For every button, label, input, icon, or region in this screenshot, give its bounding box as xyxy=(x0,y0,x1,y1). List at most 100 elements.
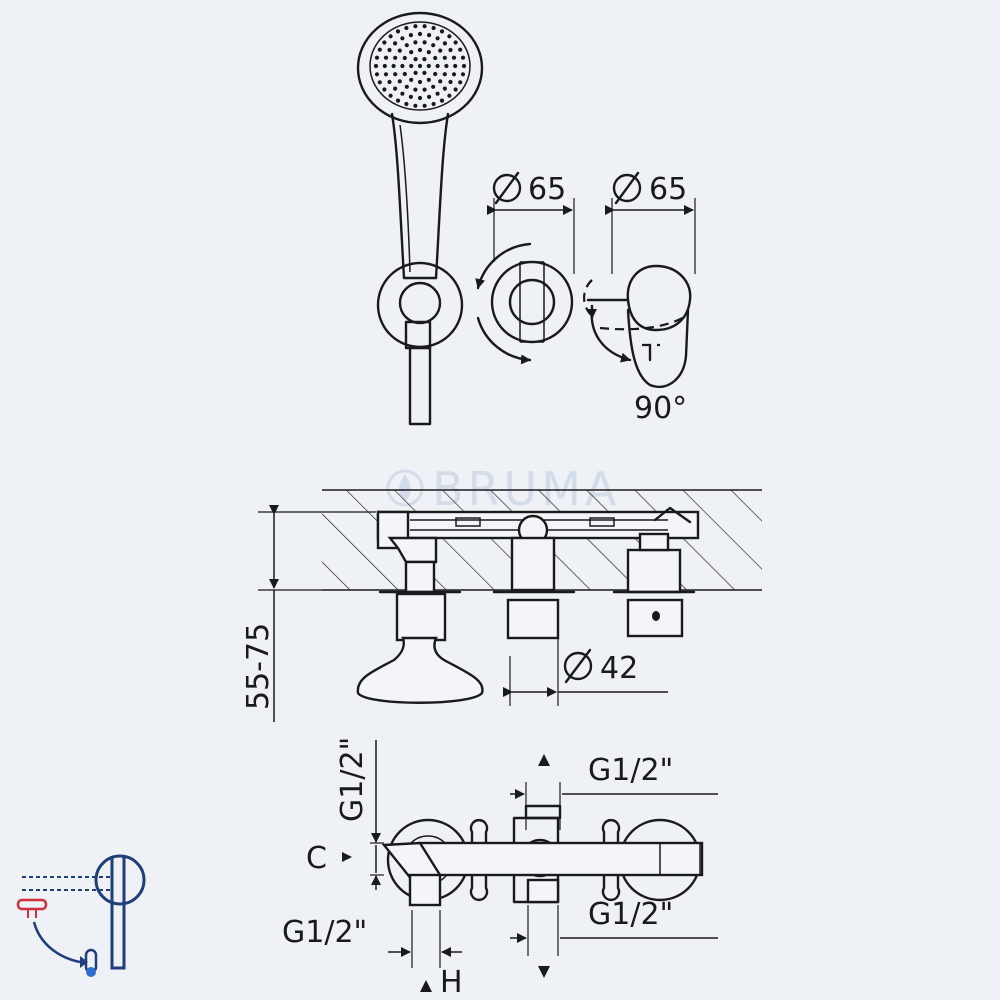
rotation-angle-label: 90° xyxy=(634,391,687,426)
nozzle-dot xyxy=(397,79,402,84)
nozzle-dot xyxy=(393,86,398,91)
nozzle-dot xyxy=(413,103,418,108)
diameter-42-label: 42 xyxy=(600,651,638,686)
nozzle-dot xyxy=(422,40,427,45)
nozzle-dot xyxy=(402,71,407,77)
nozzle-dot xyxy=(408,94,413,99)
nozzle-dot xyxy=(448,79,453,85)
nozzle-dot xyxy=(426,63,431,69)
thread-bottom-right-label: G1/2" xyxy=(588,897,673,932)
thermostat-mixer-icon xyxy=(16,854,146,977)
nozzle-dot xyxy=(400,36,405,41)
nozzle-dot xyxy=(397,48,402,53)
diameter-symbol-icon xyxy=(612,171,642,205)
nozzle-dot xyxy=(451,55,457,60)
nozzle-dot xyxy=(400,91,405,96)
nozzle-dot xyxy=(413,24,418,29)
thread-bottom-right: G1/2" xyxy=(510,897,718,978)
nozzle-dot xyxy=(388,93,393,98)
nozzle-dot xyxy=(435,36,440,41)
nozzle-dot xyxy=(427,94,432,99)
nozzle-dot xyxy=(387,79,392,85)
nozzle-dot xyxy=(417,79,423,85)
nozzle-dot xyxy=(413,40,418,45)
nozzle-dot xyxy=(387,47,392,53)
nozzle-dot xyxy=(393,72,398,77)
diameter-symbol-icon xyxy=(492,171,522,205)
nozzle-dot xyxy=(453,40,458,45)
nozzle-dot xyxy=(422,70,427,75)
nozzle-dot xyxy=(438,48,443,53)
nozzle-dot xyxy=(439,29,445,34)
nozzle-dot xyxy=(439,98,445,103)
nozzle-dot xyxy=(409,50,414,55)
nozzle-dot xyxy=(442,72,447,77)
nozzle-dot xyxy=(404,25,409,31)
nozzle-dot xyxy=(417,31,423,37)
nozzle-dot xyxy=(382,40,387,45)
nozzle-dot xyxy=(382,63,387,69)
nozzle-dot xyxy=(413,70,418,75)
nozzle-dot xyxy=(435,91,440,96)
nozzle-dot xyxy=(442,41,447,46)
thread-vertical-left: G1/2" xyxy=(335,737,381,890)
nozzle-dot xyxy=(377,47,382,52)
nozzle-dot xyxy=(422,103,427,108)
nozzle-dot xyxy=(453,87,458,92)
thread-vertical-left-label: G1/2" xyxy=(335,737,370,822)
nozzle-dot xyxy=(447,34,452,39)
nozzle-dot xyxy=(458,80,463,85)
nozzle-dot xyxy=(438,79,443,84)
nozzle-dot xyxy=(433,71,438,77)
nozzle-dot xyxy=(382,87,387,92)
diameter-65-right-label: 65 xyxy=(649,172,687,207)
nozzle-dot xyxy=(404,101,409,107)
nozzle-dot xyxy=(409,63,414,69)
nozzle-dot xyxy=(417,63,423,69)
nozzle-dot xyxy=(460,72,466,77)
nozzle-dot xyxy=(417,95,423,101)
nozzle-dot xyxy=(413,57,418,62)
thread-top-right: G1/2" xyxy=(510,753,718,830)
diameter-65-left: 65 xyxy=(487,171,575,274)
thread-bottom-left-label: G1/2" xyxy=(282,915,367,950)
nozzle-dot xyxy=(460,55,466,60)
nozzle-dot xyxy=(393,55,398,60)
nozzle-dot xyxy=(435,63,440,69)
nozzle-dot xyxy=(431,101,436,107)
hand-shower-icon xyxy=(356,11,484,426)
nozzle-dot xyxy=(431,84,436,89)
nozzle-dot xyxy=(417,47,423,53)
nozzle-dot xyxy=(395,98,401,103)
body-plan-view: C H xyxy=(306,804,704,1000)
nozzle-dot xyxy=(395,29,401,34)
nozzle-dot xyxy=(422,57,427,62)
nozzle-dot xyxy=(458,47,463,52)
nozzle-dot xyxy=(409,77,414,82)
install-depth-dim: 55-75 xyxy=(241,505,376,722)
dim-h-label: H xyxy=(440,965,463,1000)
nozzle-dot xyxy=(383,72,389,77)
nozzle-dot xyxy=(422,24,427,29)
wall-section xyxy=(322,489,762,704)
thread-top-right-label: G1/2" xyxy=(588,753,673,788)
nozzle-dot xyxy=(402,55,407,61)
diameter-65-right: 65 xyxy=(605,171,696,274)
nozzle-dot xyxy=(393,41,398,46)
nozzle-dot xyxy=(377,80,382,85)
nozzle-dot xyxy=(413,87,418,92)
diameter-42-dim: 42 xyxy=(503,638,668,706)
nozzle-dot xyxy=(453,63,458,69)
nozzle-dot xyxy=(400,63,405,69)
diameter-65-left-label: 65 xyxy=(528,172,566,207)
nozzle-dot xyxy=(431,25,436,31)
mixer-lever-top-view: 90° xyxy=(582,264,692,426)
nozzle-dot xyxy=(442,55,447,60)
dim-c-label: C xyxy=(306,841,327,876)
nozzle-dot xyxy=(374,72,380,77)
nozzle-dot xyxy=(374,55,380,60)
nozzle-dot xyxy=(373,63,379,69)
nozzle-dot xyxy=(444,63,449,69)
nozzle-dot xyxy=(427,33,432,38)
